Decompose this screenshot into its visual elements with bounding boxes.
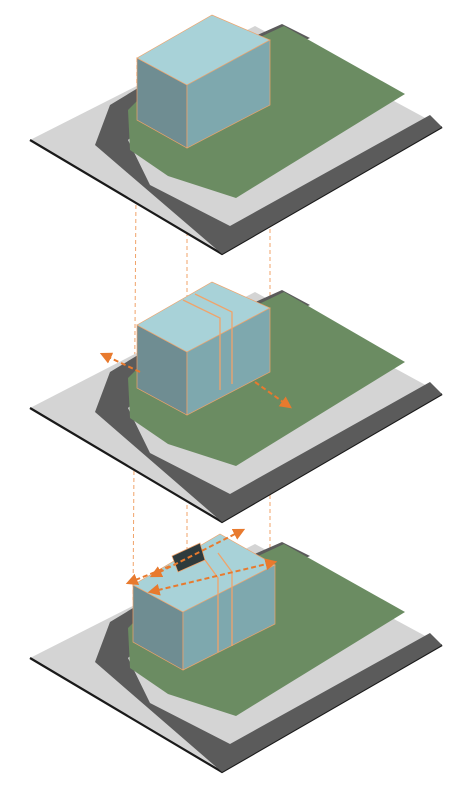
extend-arrow-bottom: [147, 558, 278, 596]
slice-cuts: [182, 293, 233, 390]
guide-line-left: [132, 57, 138, 601]
slice-cut-2: [194, 293, 233, 384]
step-1-original-volume: [29, 14, 443, 256]
step-3-extended-volume: [29, 528, 443, 774]
split-arrow-left: [99, 352, 141, 373]
building-wall-right: [186, 307, 271, 416]
step-2-sliced-volume: [29, 281, 443, 524]
slice-cut-1: [182, 299, 221, 390]
building-volume: [136, 14, 271, 149]
split-arrow-right: [254, 381, 292, 409]
building-wall-right: [186, 39, 271, 149]
building-volume: [136, 281, 271, 416]
